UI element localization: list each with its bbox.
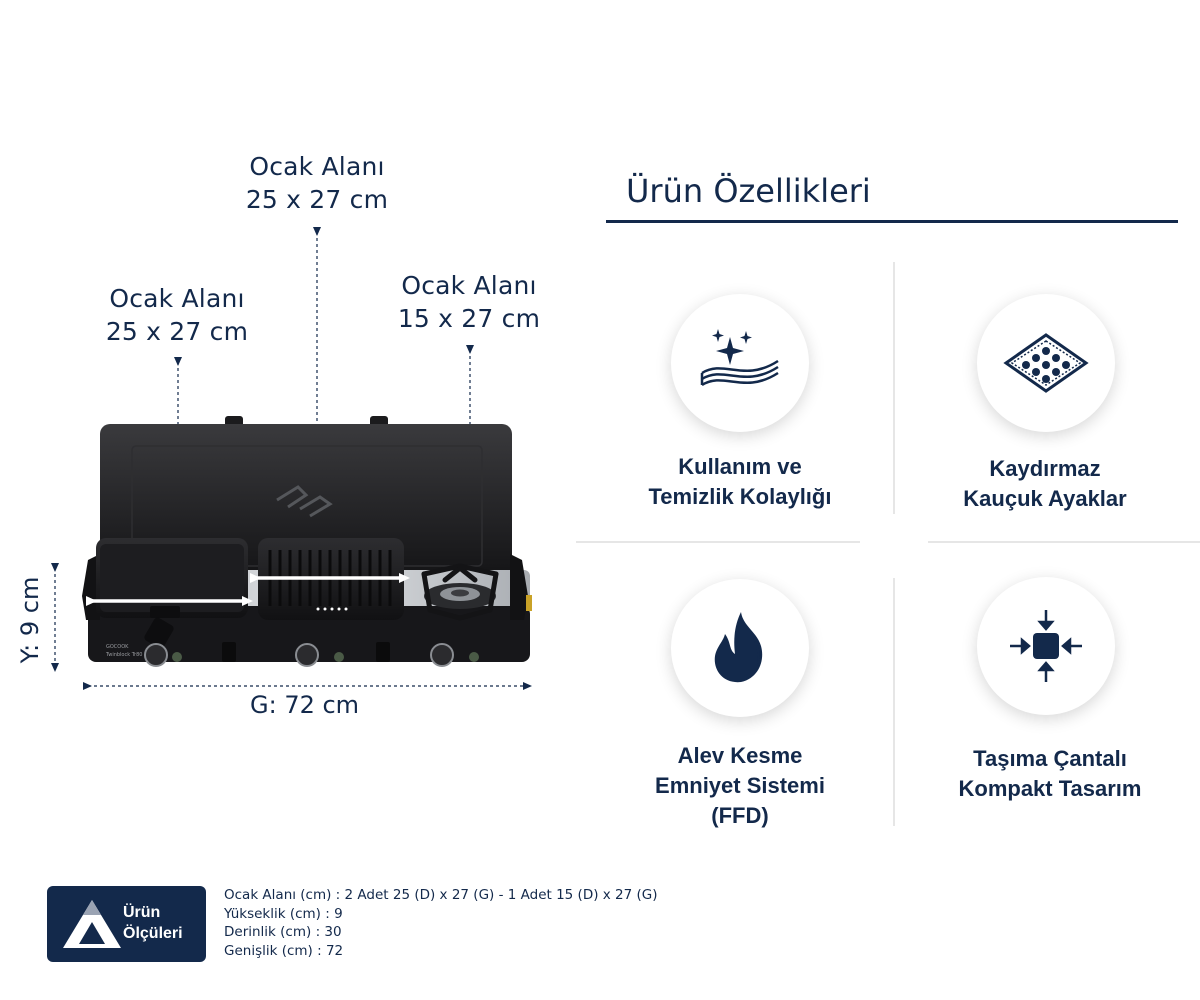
feature-label-line: Taşıma Çantalı bbox=[973, 746, 1127, 771]
stove-brand-text: GOCOOK bbox=[106, 644, 129, 650]
feature-label: Taşıma Çantalı Kompakt Tasarım bbox=[920, 744, 1180, 804]
burner-area-title: Ocak Alanı bbox=[401, 271, 537, 300]
burner bbox=[421, 563, 499, 621]
feature-label: Alev Kesme Emniyet Sistemi (FFD) bbox=[610, 741, 870, 831]
stove-model-text: Twinblock Tr80 bbox=[105, 652, 142, 658]
spec-line: Yükseklik (cm) : 9 bbox=[224, 905, 343, 922]
features-divider-vertical-top bbox=[893, 262, 895, 514]
stove-illustration: GOCOOK Twinblock Tr80 bbox=[51, 227, 532, 690]
specs-list: Ocak Alanı (cm) : 2 Adet 25 (D) x 27 (G)… bbox=[224, 886, 658, 960]
features-divider-horizontal-left bbox=[576, 541, 860, 543]
burner-area-size: 15 x 27 cm bbox=[397, 304, 541, 333]
badge-line: Ölçüleri bbox=[123, 925, 183, 942]
badge-line: Ürün bbox=[123, 904, 161, 921]
feature-label-line: Kauçuk Ayaklar bbox=[963, 486, 1127, 511]
anti-slip-pad-icon bbox=[1003, 333, 1089, 393]
spec-line: Ocak Alanı (cm) : 2 Adet 25 (D) x 27 (G)… bbox=[224, 887, 658, 903]
feature-icon-circle bbox=[671, 579, 809, 717]
burner-area-size: 25 x 27 cm bbox=[245, 185, 389, 214]
height-label: Y: 9 cm bbox=[16, 576, 44, 664]
feature-label-line: (FFD) bbox=[711, 803, 769, 828]
feature-label-line: Kaydırmaz bbox=[989, 456, 1101, 481]
feature-label: Kullanım ve Temizlik Kolaylığı bbox=[610, 452, 870, 512]
spec-line: Genişlik (cm) : 72 bbox=[224, 942, 344, 959]
burner-area-label-left: Ocak Alanı 25 x 27 cm bbox=[72, 282, 282, 348]
features-divider-vertical-bottom bbox=[893, 578, 895, 826]
feature-label: Kaydırmaz Kauçuk Ayaklar bbox=[915, 454, 1175, 514]
feature-icon-circle bbox=[977, 577, 1115, 715]
spec-line: Derinlik (cm) : 30 bbox=[224, 924, 342, 940]
feature-icon-circle bbox=[977, 294, 1115, 432]
burner-area-title: Ocak Alanı bbox=[249, 152, 385, 181]
feature-label-line: Emniyet Sistemi bbox=[655, 773, 825, 798]
feature-label-line: Alev Kesme bbox=[677, 743, 803, 768]
burner-area-label-right: Ocak Alanı 15 x 27 cm bbox=[364, 269, 574, 335]
features-title: Ürün Özellikleri bbox=[626, 172, 871, 210]
lid-logo bbox=[276, 485, 333, 518]
control-knobs bbox=[144, 642, 479, 667]
burner-area-title: Ocak Alanı bbox=[109, 284, 245, 313]
burner-area-label-center: Ocak Alanı 25 x 27 cm bbox=[212, 150, 422, 216]
features-divider-horizontal-right bbox=[928, 541, 1200, 543]
dimensions-badge-text: Ürün Ölçüleri bbox=[123, 902, 183, 944]
flame-icon bbox=[714, 612, 763, 683]
cleaning-sparkle-icon bbox=[700, 329, 779, 387]
feature-icon-circle bbox=[671, 294, 809, 432]
burner-area-size: 25 x 27 cm bbox=[105, 317, 249, 346]
mountain-logo-icon bbox=[63, 900, 121, 948]
compact-arrows-icon bbox=[1010, 610, 1082, 682]
feature-label-line: Kompakt Tasarım bbox=[958, 776, 1142, 801]
feature-label-line: Kullanım ve bbox=[678, 454, 802, 479]
stove-lid bbox=[100, 424, 512, 574]
dimensions-badge: Ürün Ölçüleri bbox=[47, 886, 206, 962]
width-label: G: 72 cm bbox=[250, 691, 360, 719]
stove-front-panel bbox=[88, 606, 530, 662]
features-title-rule bbox=[606, 220, 1178, 223]
feature-label-line: Temizlik Kolaylığı bbox=[648, 484, 832, 509]
